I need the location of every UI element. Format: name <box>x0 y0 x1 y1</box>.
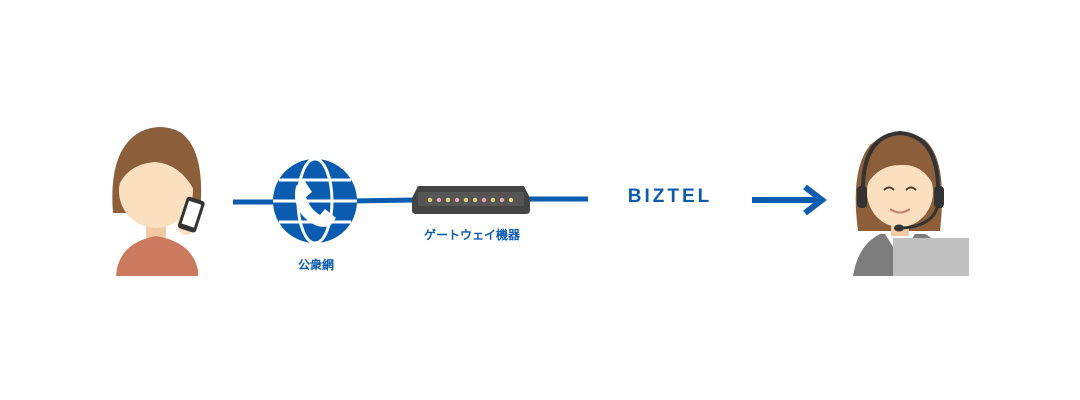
woman-with-phone-icon <box>112 127 205 276</box>
pstn-label: 公衆網 <box>297 258 334 272</box>
line-pstn-to-gateway <box>351 197 417 204</box>
gateway-label: ゲートウェイ機器 <box>423 228 520 242</box>
biztel-brand-label: BIZTEL <box>627 186 713 207</box>
arrow-right-icon <box>752 184 827 216</box>
operator-with-headset-icon <box>853 130 969 276</box>
gateway-device-icon <box>412 186 530 214</box>
globe-phone-icon <box>273 157 357 245</box>
